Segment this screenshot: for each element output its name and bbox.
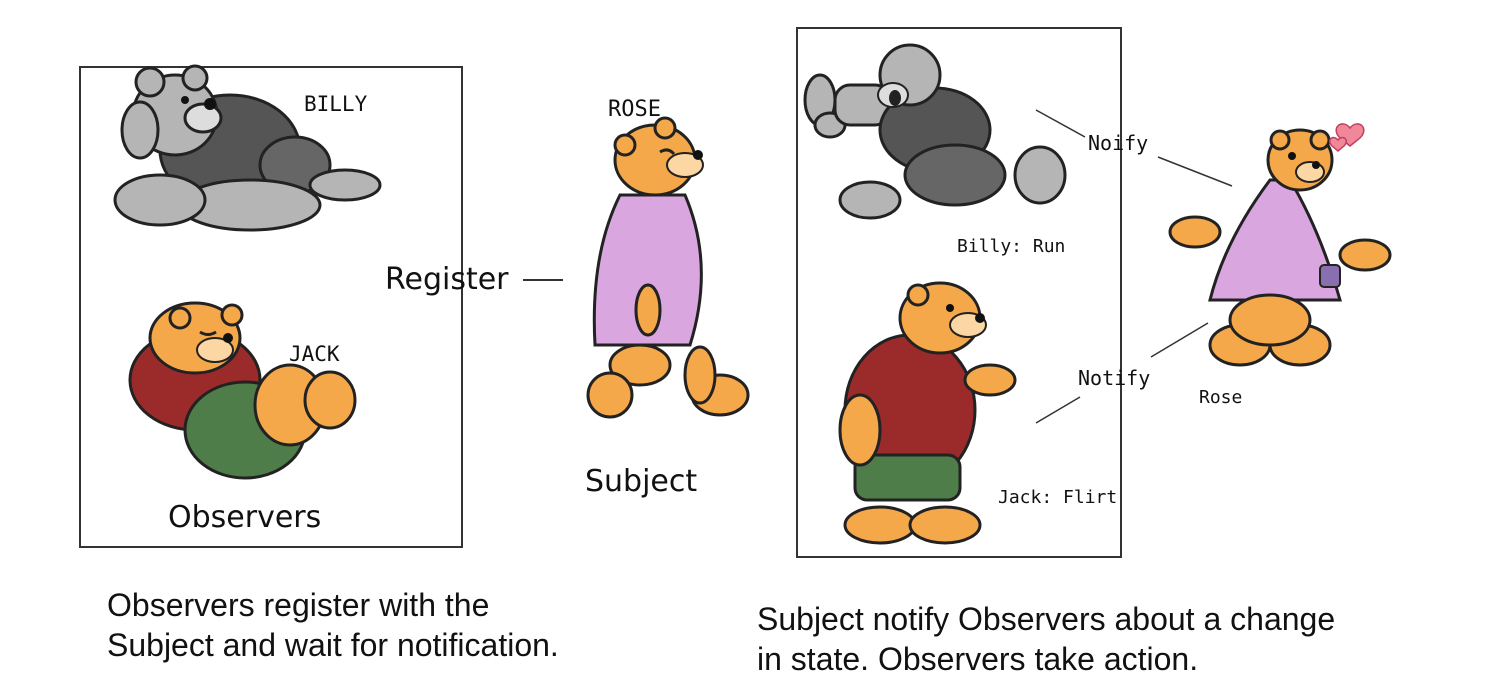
notify-bottom-line-b (1035, 396, 1081, 424)
caption-left-line1: Observers register with the (107, 587, 490, 623)
notify-top-line-b (1157, 156, 1233, 187)
jack-bear-icon (128, 301, 357, 480)
billy-bear-icon (113, 64, 382, 232)
caption-left-line2: Subject and wait for notification. (107, 627, 559, 663)
notify-bottom-label: Notify (1078, 366, 1151, 390)
jack-action-label: Jack: Flirt (998, 487, 1118, 508)
heart-icon (1328, 123, 1365, 152)
billy-action-label: Billy: Run (957, 236, 1066, 257)
billy-label: BILLY (304, 92, 368, 116)
observers-label: Observers (168, 500, 322, 535)
caption-right: Subject notify Observers about a change … (757, 599, 1335, 679)
rose-right-label: Rose (1199, 387, 1243, 408)
rose-waving-icon (1168, 128, 1392, 367)
jack-flirting-icon (838, 281, 1017, 545)
notify-bottom-line-a (1150, 322, 1209, 358)
subject-label: Subject (585, 464, 698, 499)
rose-bear-icon (586, 116, 750, 419)
caption-right-line2: in state. Observers take action. (757, 641, 1199, 677)
billy-running-icon (803, 43, 1067, 220)
notify-top-line-a (1035, 109, 1086, 138)
jack-label: JACK (289, 342, 340, 366)
register-label: Register (385, 262, 509, 297)
notify-top-label: Noify (1088, 131, 1149, 155)
caption-right-line1: Subject notify Observers about a change (757, 601, 1336, 637)
rose-label: ROSE (608, 97, 661, 122)
caption-left: Observers register with the Subject and … (107, 585, 559, 665)
